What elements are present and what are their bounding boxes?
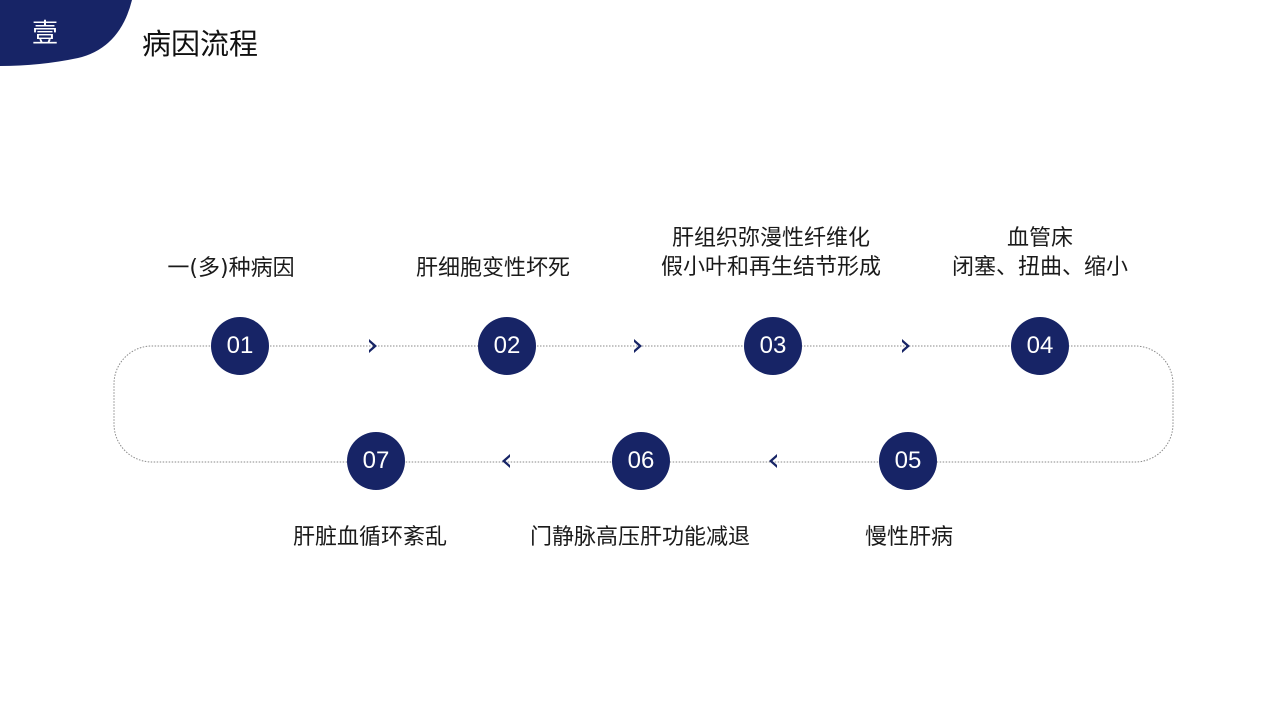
step-number-badge: 06 xyxy=(612,432,670,490)
section-badge-shape xyxy=(0,0,132,66)
step-label: 血管床 闭塞、扭曲、缩小 xyxy=(900,224,1180,282)
arrow-left-icon xyxy=(496,451,516,471)
step-label: 肝脏血循环紊乱 xyxy=(230,523,510,552)
step-label-line: 一(多)种病因 xyxy=(167,256,295,281)
step-label-line: 肝细胞变性坏死 xyxy=(415,256,570,281)
step-label-line: 闭塞、扭曲、缩小 xyxy=(951,255,1128,280)
arrow-right-icon xyxy=(628,336,648,356)
step-number-badge: 07 xyxy=(347,432,405,490)
step-label: 肝细胞变性坏死 xyxy=(353,254,633,283)
step-label: 慢性肝病 xyxy=(769,523,1049,552)
step-label-line: 门静脉高压肝功能减退 xyxy=(529,525,750,550)
page-title: 病因流程 xyxy=(142,27,259,61)
step-label-line: 肝组织弥漫性纤维化 xyxy=(671,226,870,251)
step-number-badge: 05 xyxy=(879,432,937,490)
step-label-line: 肝脏血循环紊乱 xyxy=(292,525,447,550)
step-label: 一(多)种病因 xyxy=(91,254,371,283)
step-number-badge: 04 xyxy=(1011,317,1069,375)
arrow-right-icon xyxy=(363,336,383,356)
step-number-badge: 01 xyxy=(211,317,269,375)
step-label: 门静脉高压肝功能减退 xyxy=(500,523,780,552)
step-label: 肝组织弥漫性纤维化 假小叶和再生结节形成 xyxy=(631,224,911,282)
section-number: 壹 xyxy=(31,19,58,49)
section-badge: 壹 xyxy=(0,0,140,70)
step-number-badge: 03 xyxy=(744,317,802,375)
step-label-line: 假小叶和再生结节形成 xyxy=(660,255,881,280)
step-number-badge: 02 xyxy=(478,317,536,375)
arrow-left-icon xyxy=(763,451,783,471)
step-label-line: 血管床 xyxy=(1006,226,1073,251)
step-label-line: 慢性肝病 xyxy=(864,525,953,550)
arrow-right-icon xyxy=(896,336,916,356)
